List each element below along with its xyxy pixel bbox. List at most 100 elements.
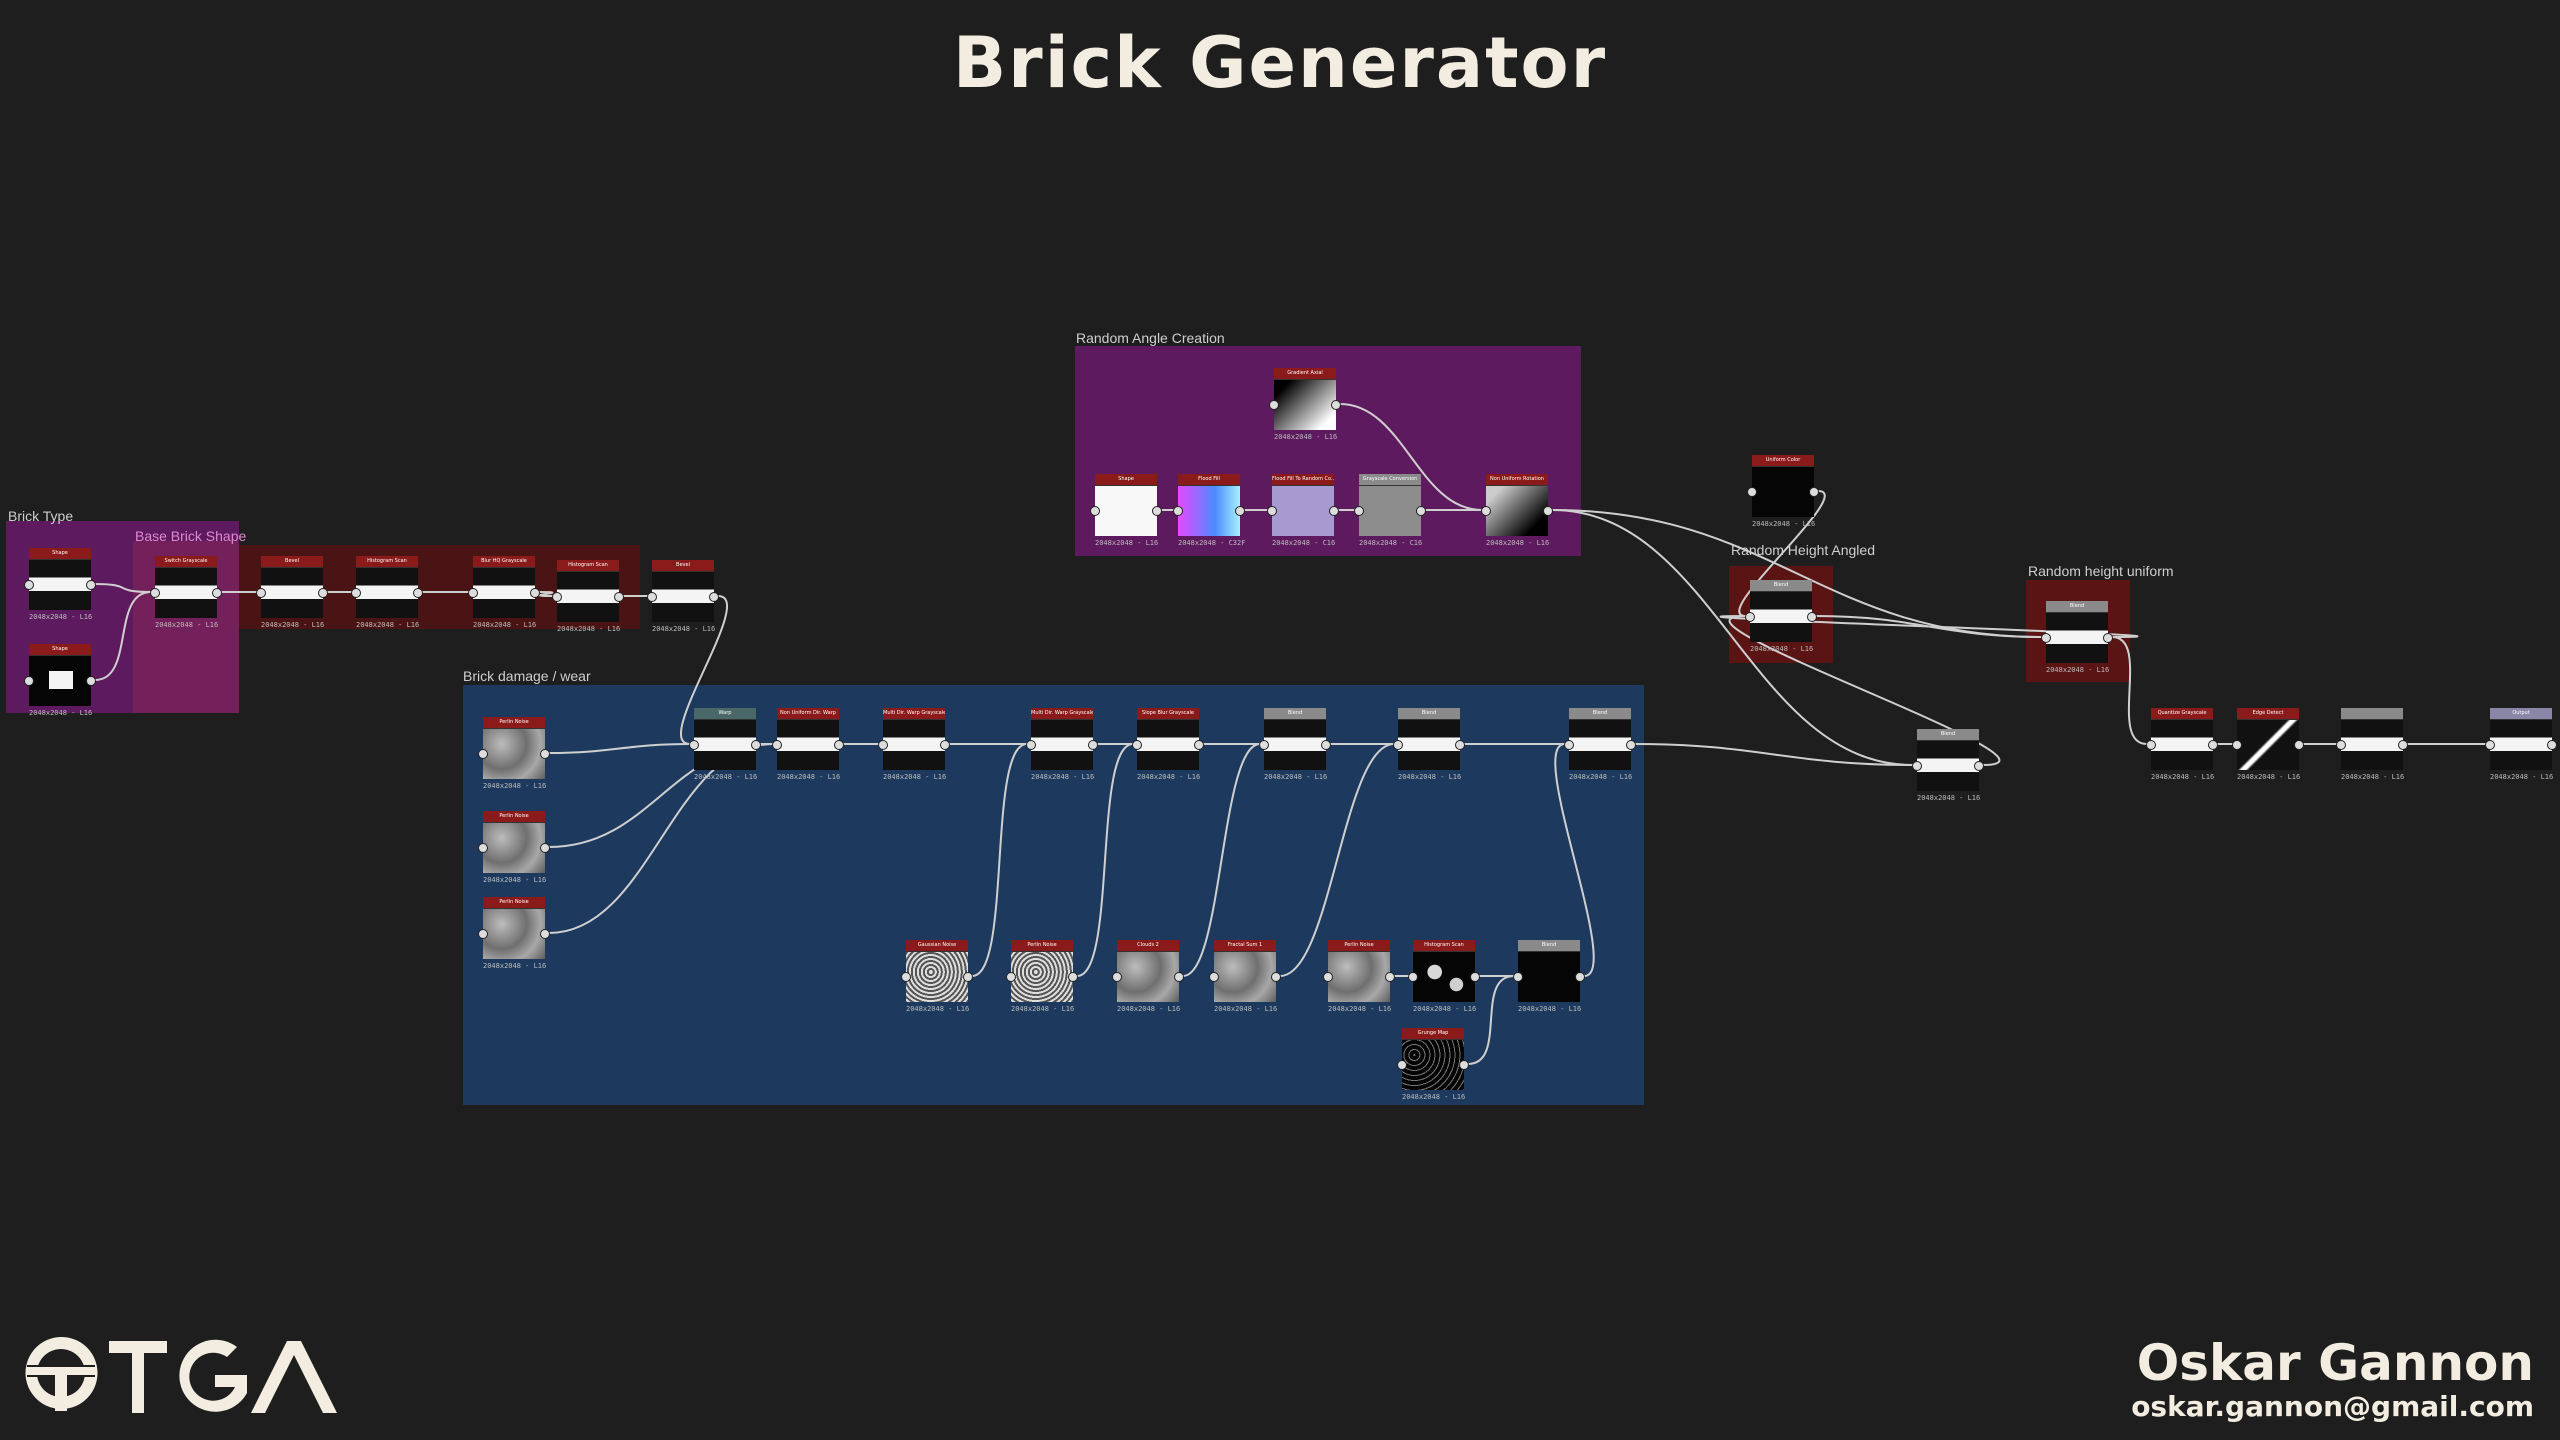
output-port[interactable]	[751, 740, 761, 750]
graph-node[interactable]: Flood Fill To Random Co...2048x2048 - C1…	[1267, 474, 1339, 547]
input-port[interactable]	[1513, 972, 1523, 982]
output-port[interactable]	[1088, 740, 1098, 750]
input-port[interactable]	[24, 580, 34, 590]
output-port[interactable]	[963, 972, 973, 982]
connection-wire[interactable]	[94, 591, 152, 681]
output-port[interactable]	[940, 740, 950, 750]
input-port[interactable]	[772, 740, 782, 750]
output-port[interactable]	[1385, 972, 1395, 982]
input-port[interactable]	[24, 676, 34, 686]
input-port[interactable]	[1912, 761, 1922, 771]
input-port[interactable]	[468, 588, 478, 598]
input-port[interactable]	[150, 588, 160, 598]
input-port[interactable]	[1173, 506, 1183, 516]
output-port[interactable]	[540, 749, 550, 759]
output-port[interactable]	[530, 588, 540, 598]
connection-wire[interactable]	[94, 583, 152, 593]
connection-wire[interactable]	[1738, 490, 1826, 617]
input-port[interactable]	[1026, 740, 1036, 750]
connection-wire[interactable]	[1728, 615, 2001, 766]
input-port[interactable]	[1267, 506, 1277, 516]
output-port[interactable]	[1807, 612, 1817, 622]
connection-wire[interactable]	[1279, 743, 1395, 977]
output-port[interactable]	[212, 588, 222, 598]
input-port[interactable]	[1408, 972, 1418, 982]
output-port[interactable]	[1174, 972, 1184, 982]
output-port[interactable]	[1331, 400, 1341, 410]
input-port[interactable]	[478, 749, 488, 759]
input-port[interactable]	[1132, 740, 1142, 750]
input-port[interactable]	[2146, 740, 2156, 750]
input-port[interactable]	[1323, 972, 1333, 982]
input-port[interactable]	[478, 929, 488, 939]
output-port[interactable]	[1416, 506, 1426, 516]
output-port[interactable]	[1271, 972, 1281, 982]
output-port[interactable]	[86, 676, 96, 686]
output-port[interactable]	[1470, 972, 1480, 982]
connection-wire[interactable]	[1719, 615, 2139, 638]
input-port[interactable]	[1481, 506, 1491, 516]
connection-wire[interactable]	[1182, 743, 1261, 977]
connection-wire[interactable]	[548, 743, 691, 754]
input-port[interactable]	[689, 740, 699, 750]
input-port[interactable]	[878, 740, 888, 750]
output-port[interactable]	[1235, 506, 1245, 516]
output-port[interactable]	[86, 580, 96, 590]
connection-wire[interactable]	[1551, 509, 1914, 766]
connection-wire[interactable]	[1076, 743, 1134, 977]
output-port[interactable]	[1455, 740, 1465, 750]
output-port[interactable]	[1626, 740, 1636, 750]
input-port[interactable]	[901, 972, 911, 982]
output-port[interactable]	[1068, 972, 1078, 982]
output-port[interactable]	[1575, 972, 1585, 982]
graph-node[interactable]: 2048x2048 - L16	[2336, 708, 2408, 781]
input-port[interactable]	[1397, 1060, 1407, 1070]
output-port[interactable]	[1321, 740, 1331, 750]
input-port[interactable]	[1006, 972, 1016, 982]
input-port[interactable]	[1354, 506, 1364, 516]
input-port[interactable]	[478, 843, 488, 853]
output-port[interactable]	[540, 929, 550, 939]
output-port[interactable]	[1459, 1060, 1469, 1070]
connection-wire[interactable]	[2111, 636, 2148, 745]
connection-wire[interactable]	[971, 743, 1028, 977]
output-port[interactable]	[1974, 761, 1984, 771]
input-port[interactable]	[1393, 740, 1403, 750]
output-port[interactable]	[318, 588, 328, 598]
input-port[interactable]	[1259, 740, 1269, 750]
connection-wire[interactable]	[1551, 509, 2043, 638]
input-port[interactable]	[2232, 740, 2242, 750]
input-port[interactable]	[1564, 740, 1574, 750]
input-port[interactable]	[1112, 972, 1122, 982]
output-port[interactable]	[1329, 506, 1339, 516]
